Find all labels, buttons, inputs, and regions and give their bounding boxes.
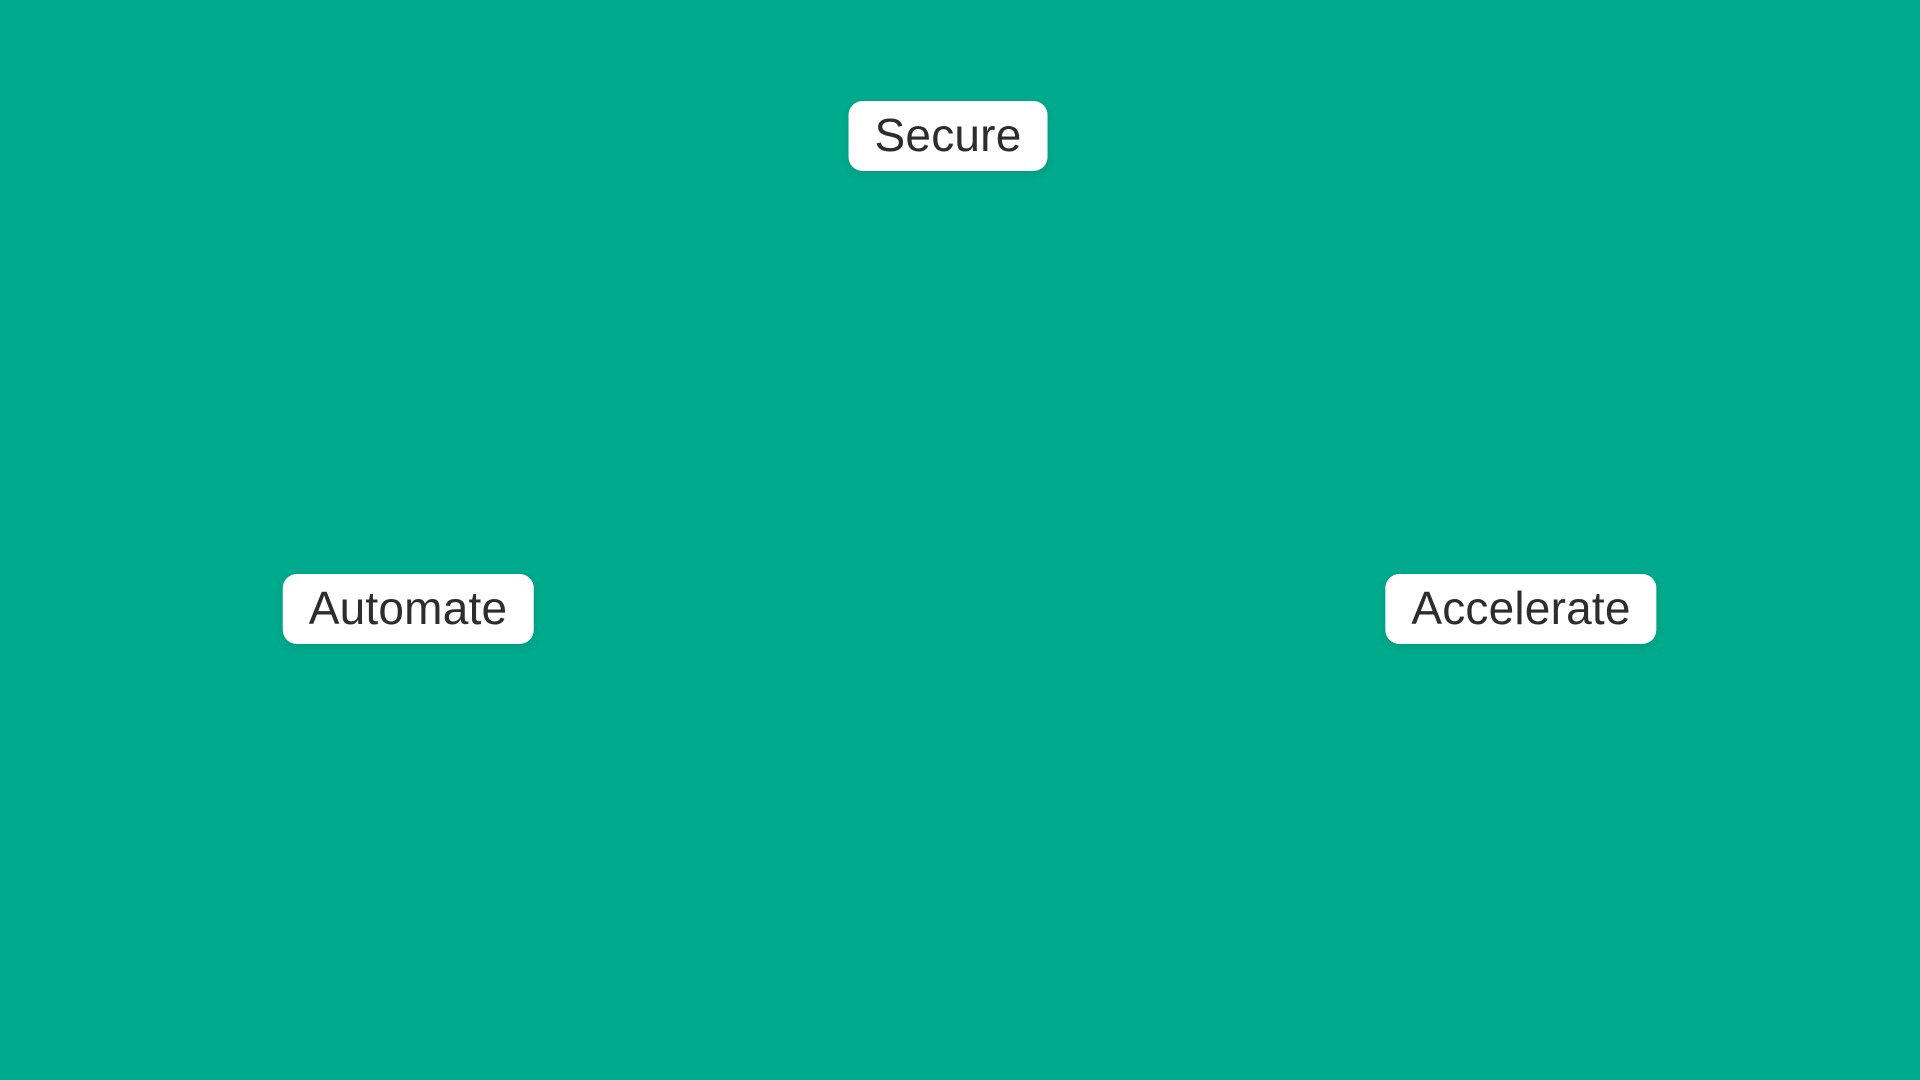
accelerate-label: Accelerate — [1411, 582, 1631, 634]
label-pill-automate: Automate — [282, 574, 534, 644]
automate-label: Automate — [308, 582, 508, 634]
secure-label: Secure — [874, 109, 1022, 161]
label-pill-accelerate: Accelerate — [1385, 574, 1657, 644]
label-pill-secure: Secure — [848, 101, 1048, 171]
